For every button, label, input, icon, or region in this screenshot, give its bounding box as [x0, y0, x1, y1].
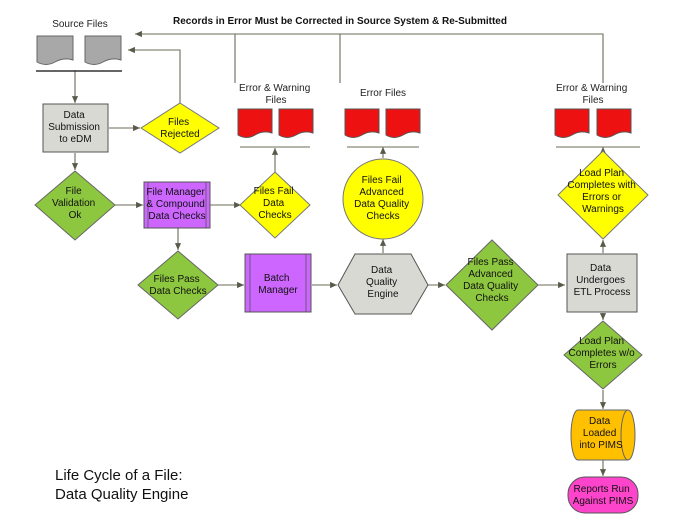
error-warning-docs-icon-2: [554, 108, 632, 138]
svg-text:Files Fail Data Ch: Files Fail Data Checks: [254, 186, 297, 221]
data-loaded-node: Data Loaded into PIMS: [570, 409, 636, 461]
data-submission-node: Data Submission to eDM: [42, 103, 109, 153]
file-validation-node: File Validation Ok: [34, 170, 116, 241]
feedback-title: Records in Error Must be Corrected in So…: [173, 16, 507, 27]
svg-text:Files Pass Data Checks: Files Pass Data Checks: [149, 274, 206, 297]
files-pass-advanced-node: Files Pass Advanced Data Quality Checks: [445, 239, 539, 331]
error-warning-files-label-1: Error & Warning Files: [239, 83, 313, 106]
svg-text:File Manager & Compound: File Manager & Compound Data Checks: [146, 187, 207, 222]
source-files-label: Source Files: [52, 19, 108, 30]
diagram-caption: Life Cycle of a File: Data Quality Engin…: [55, 467, 188, 503]
svg-text:Load Plan Completes with: Load Plan Completes with Errors or Warni…: [567, 168, 638, 215]
file-manager-node: File Manager & Compound Data Checks: [143, 181, 211, 229]
svg-text:Load Plan Completes w/o: Load Plan Completes w/o Errors: [569, 336, 638, 371]
files-fail-advanced-node: Files Fail Advanced Data Quality Checks: [342, 158, 424, 240]
svg-text:Data Loaded into P: Data Loaded into PIMS: [579, 416, 623, 451]
svg-text:Files Pass Advanced: Files Pass Advanced Data Quality Checks: [463, 257, 521, 304]
files-pass-data-checks-node: Files Pass Data Checks: [137, 250, 219, 320]
svg-text:Data Submission to: Data Submission to eDM: [48, 110, 102, 145]
error-docs-icon: [344, 108, 421, 138]
error-files-label: Error Files: [360, 88, 406, 99]
connectors: [71, 30, 640, 476]
batch-manager-node: Batch Manager: [244, 253, 312, 313]
source-files-docs-icon: [36, 35, 122, 72]
svg-text:Data Quality Engin: Data Quality Engine: [366, 265, 400, 300]
svg-text:Reports Run Against PIMS: Reports Run Against PIMS: [573, 484, 634, 507]
files-fail-data-checks-node: Files Fail Data Checks: [239, 171, 311, 239]
data-quality-engine-node: Data Quality Engine: [337, 253, 429, 315]
svg-text:Files Rejected: Files Rejected: [160, 117, 199, 140]
error-warning-files-label-2: Error & Warning Files: [556, 83, 630, 106]
files-rejected-node: Files Rejected: [140, 102, 220, 154]
svg-text:Files Fail Advanced: Files Fail Advanced Data Quality Checks: [354, 175, 412, 222]
load-plan-errors-node: Load Plan Completes with Errors or Warni…: [557, 150, 649, 240]
reports-node: Reports Run Against PIMS: [567, 476, 639, 514]
svg-text:Batch Manager: Batch Manager: [258, 273, 298, 296]
load-plan-ok-node: Load Plan Completes w/o Errors: [563, 320, 643, 390]
error-warning-docs-icon-1: [237, 108, 314, 138]
data-etl-node: Data Undergoes ETL Process: [566, 253, 638, 313]
svg-text:Data Undergoes ETL: Data Undergoes ETL Process: [574, 263, 631, 298]
svg-text:File Validation Ok: File Validation Ok: [52, 186, 98, 221]
